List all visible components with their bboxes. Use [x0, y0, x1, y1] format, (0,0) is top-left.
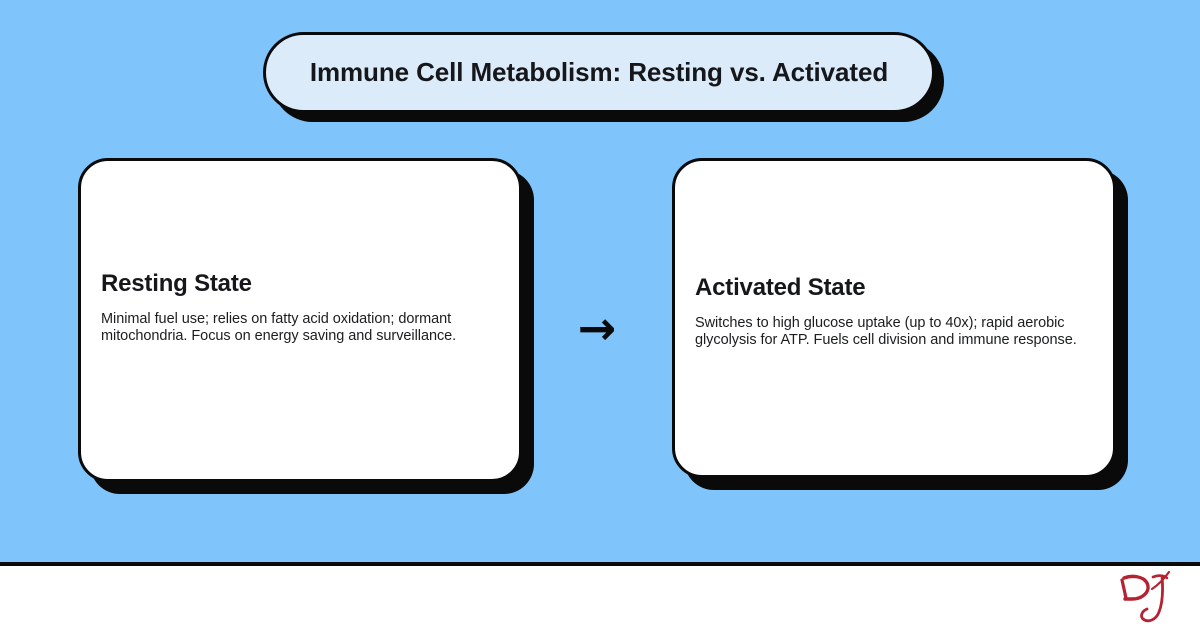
card-activated-state-content: Activated State Switches to high glucose…	[695, 274, 1093, 348]
card-resting-state-body: Minimal fuel use; relies on fatty acid o…	[101, 311, 457, 344]
title-pill: Immune Cell Metabolism: Resting vs. Acti…	[263, 32, 935, 113]
page-title: Immune Cell Metabolism: Resting vs. Acti…	[309, 57, 889, 87]
footer	[0, 566, 1200, 630]
card-activated-state-body: Switches to high glucose uptake (up to 4…	[695, 315, 1077, 348]
card-resting-state-heading: Resting State	[101, 270, 252, 297]
card-resting-state: Resting State Minimal fuel use; relies o…	[78, 158, 522, 482]
dj-signature-logo	[1120, 570, 1171, 623]
card-activated-state: Activated State Switches to high glucose…	[672, 158, 1116, 478]
card-resting-state-content: Resting State Minimal fuel use; relies o…	[101, 270, 499, 344]
card-activated-state-heading: Activated State	[695, 274, 866, 301]
arrow-right-icon: →	[577, 301, 617, 355]
footer-divider	[0, 562, 1200, 566]
